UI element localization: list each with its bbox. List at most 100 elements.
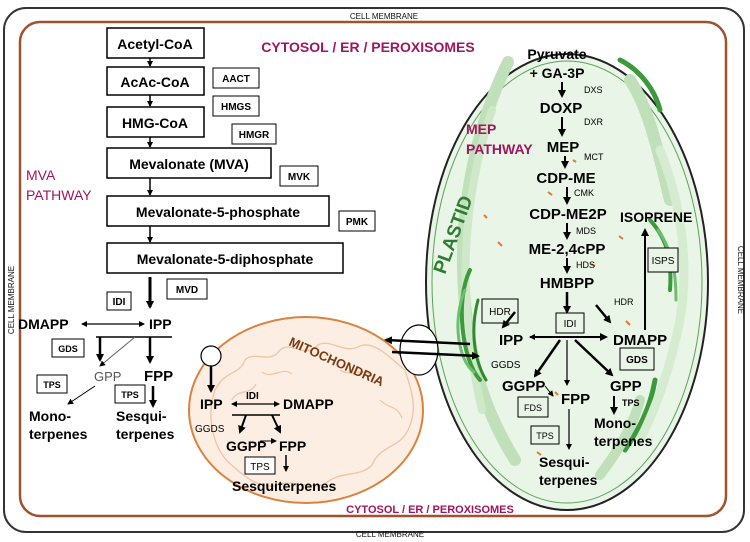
mep-step-arrows (558, 82, 571, 274)
arrow-ggpp-to-fpp-plastid (544, 385, 554, 397)
enzyme-tps-mito: TPS (250, 462, 270, 473)
metabolite-me-2-4cpp: ME-2,4cPP (529, 241, 606, 258)
box-acac-coa (106, 66, 205, 96)
arrow-to-ggpp-mito (238, 414, 247, 434)
mitochondrion-cristae (210, 342, 414, 487)
metabolite-ipp-cytosol: IPP (149, 316, 172, 332)
transporter-plastid (399, 324, 439, 376)
enzyme-hds: HDS (576, 260, 595, 270)
enzyme-hmgs: HMGS (221, 102, 251, 113)
mitochondrion-inner-folds (231, 369, 403, 419)
box-mevalonate-5-diphosphate (106, 242, 344, 274)
enzyme-ggds-mito: GGDS (195, 424, 225, 435)
metabolite-cdp-me2p: CDP-ME2P (529, 206, 607, 223)
arrow-to-gpp-plastid (574, 339, 614, 377)
mva-pathway-label-line1: MVA (26, 167, 56, 183)
enzyme-box-mvd (166, 278, 208, 300)
metabolite-fpp-cytosol: FPP (144, 368, 173, 385)
plastoglobules (483, 159, 631, 456)
enzyme-mds: MDS (576, 226, 596, 236)
metabolite-acac-coa: AcAc-CoA (120, 74, 189, 90)
enzyme-box-tps-plastid-mid (530, 425, 560, 445)
metabolite-ggpp-mito: GGPP (226, 438, 266, 454)
metabolite-pyruvate: Pyruvate (527, 46, 586, 62)
arrow-plastid-to-cytosol (384, 336, 471, 346)
enzyme-box-fds (517, 396, 549, 418)
enzyme-box-gds-cytosol (51, 338, 85, 358)
metabolite-gpp-plastid: GPP (610, 378, 642, 395)
metabolite-ipp-plastid: IPP (499, 332, 523, 349)
enzyme-idi-plastid: IDI (564, 319, 577, 330)
enzyme-cmk: CMK (574, 188, 594, 198)
metabolite-acetyl-coa: Acetyl-CoA (117, 36, 192, 52)
enzyme-aact: AACT (222, 74, 250, 85)
metabolite-dmapp-mito: DMAPP (283, 396, 334, 412)
enzyme-tps-plastid-right: TPS (622, 398, 640, 408)
enzyme-hmgr: HMGR (239, 130, 270, 141)
enzyme-tps-plastid-mid: TPS (536, 431, 554, 441)
product-sesqui-mito: Sesquiterpenes (232, 478, 336, 494)
membrane-label-bottom: CELL MEMBRANE (356, 530, 424, 539)
enzyme-box-idi-cytosol (106, 291, 132, 311)
metabolite-dmapp-plastid: DMAPP (613, 332, 667, 349)
mep-pathway-label-line1: MEP (466, 121, 496, 137)
enzyme-box-hmgs (212, 95, 260, 117)
plastid-inner-membrane (431, 60, 703, 504)
metabolite-hmbpp: HMBPP (540, 275, 594, 292)
enzyme-tps-right: TPS (121, 390, 139, 400)
cytosol-title-top: CYTOSOL / ER / PEROXISOMES (261, 39, 474, 55)
enzyme-mvk: MVK (288, 172, 311, 183)
metabolite-mevalonate: Mevalonate (MVA) (129, 156, 249, 172)
product-mono-line1: Mono- (29, 408, 71, 424)
product-isoprene: ISOPRENE (620, 209, 692, 225)
metabolite-mevalonate-5-diphosphate: Mevalonate-5-diphosphate (137, 251, 314, 267)
arrow-cytosol-to-plastid (391, 350, 480, 360)
enzyme-ggds-plastid: GGDS (491, 360, 521, 371)
arrow-to-gpp-cytosol (99, 336, 136, 367)
metabolite-gpp-cytosol: GPP (94, 369, 121, 384)
enzyme-box-gds-plastid (619, 347, 655, 371)
metabolite-ggpp-plastid: GGPP (502, 378, 545, 395)
arrow-hbmpp-to-ipp (501, 311, 516, 329)
metabolite-dmapp-cytosol: DMAPP (18, 316, 69, 332)
metabolite-mevalonate-5-phosphate: Mevalonate-5-phosphate (136, 204, 300, 220)
enzyme-box-pmk (338, 210, 376, 232)
metabolite-hmg-coa: HMG-CoA (122, 115, 188, 131)
metabolite-ipp-mito: IPP (200, 396, 223, 412)
enzyme-box-mvk (279, 165, 319, 187)
enzyme-box-tps-mito (244, 456, 276, 475)
enzyme-dxr: DXR (584, 117, 604, 127)
enzyme-idi-cytosol: IDI (113, 297, 126, 308)
enzyme-box-isps (647, 247, 679, 273)
enzyme-pmk: PMK (346, 217, 369, 228)
box-acetyl-coa (106, 27, 205, 59)
enzyme-hdr-left: HDR (489, 307, 511, 318)
metabolite-doxp: DOXP (540, 100, 583, 117)
box-mevalonate (106, 147, 272, 179)
enzyme-fds: FDS (524, 403, 542, 413)
arrow-gpp-to-mono (67, 385, 96, 405)
enzyme-box-aact (212, 67, 260, 89)
enzyme-tps-left: TPS (43, 380, 61, 390)
product-mono-line2: terpenes (29, 426, 88, 442)
membrane-label-left: CELL MEMBRANE (7, 266, 16, 334)
membrane-label-right: CELL MEMBRANE (736, 246, 745, 314)
enzyme-gds-plastid: GDS (626, 355, 648, 366)
enzyme-dxs: DXS (584, 85, 603, 95)
metabolite-mep: MEP (547, 139, 580, 156)
membrane-label-top: CELL MEMBRANE (350, 12, 418, 21)
metabolite-ga3p: + GA-3P (530, 65, 585, 81)
thylakoid-stacks (456, 56, 689, 480)
mep-pathway-label-line2: PATHWAY (466, 141, 533, 157)
product-sesqui-line1: Sesqui- (116, 408, 167, 424)
arrow-to-ggpp-plastid (533, 339, 562, 378)
box-hmg-coa (106, 106, 205, 138)
enzyme-idi-mito: IDI (246, 391, 259, 402)
metabolite-cdp-me: CDP-ME (536, 170, 595, 187)
product-sesqui-line2: terpenes (116, 426, 175, 442)
enzyme-box-tps-left (36, 374, 68, 394)
cytosol-outline (18, 20, 728, 518)
transporter-mito (200, 345, 222, 367)
